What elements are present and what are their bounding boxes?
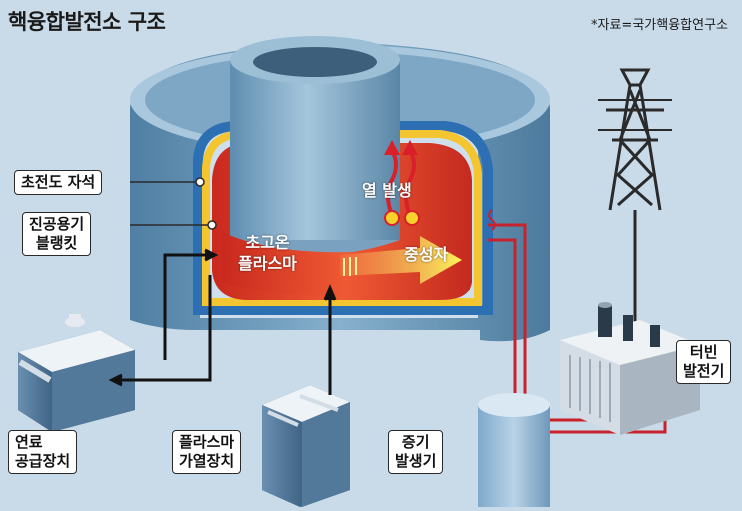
turbine-label: 터빈 발전기 bbox=[676, 340, 732, 384]
blanket-text-1: 진공용기 bbox=[29, 215, 85, 233]
heating-label: 플라스마 가열장치 bbox=[172, 430, 242, 474]
transmission-tower-icon bbox=[598, 68, 672, 211]
turbine-text-2: 발전기 bbox=[683, 362, 725, 380]
steam-label: 증기 발생기 bbox=[388, 430, 444, 474]
blanket-text-2: 블랭킷 bbox=[35, 234, 78, 252]
heating-text-2: 가열장치 bbox=[179, 452, 235, 470]
fuel-label: 연료 공급장치 bbox=[8, 430, 78, 474]
blanket-layers bbox=[193, 121, 493, 315]
heat-arrows bbox=[384, 140, 420, 226]
plasma-label: 초고온 플라스마 bbox=[238, 232, 297, 274]
label-leaders bbox=[130, 177, 217, 230]
central-column bbox=[230, 36, 400, 255]
heat-label: 열 발생 bbox=[362, 181, 412, 200]
turbine-text-1: 터빈 bbox=[689, 343, 718, 361]
heater-box-icon bbox=[262, 385, 350, 507]
magnet-label: 초전도 자석 bbox=[14, 170, 103, 195]
steam-text-1: 증기 bbox=[401, 433, 430, 451]
magnet-text: 초전도 자석 bbox=[21, 173, 96, 191]
steam-text-2: 발생기 bbox=[395, 452, 437, 470]
neutron-arrow bbox=[340, 236, 462, 284]
blanket-label: 진공용기 블랭킷 bbox=[22, 212, 92, 256]
fuel-feed-lines bbox=[108, 248, 337, 395]
fuel-text-1: 연료 bbox=[15, 433, 43, 451]
heating-text-1: 플라스마 bbox=[179, 433, 235, 451]
page-title: 핵융합발전소 구조 bbox=[8, 10, 166, 34]
fuel-box-icon bbox=[18, 314, 135, 432]
fuel-text-2: 공급장치 bbox=[15, 452, 71, 470]
source-note: *자료=국가핵융합연구소 bbox=[591, 18, 728, 33]
steam-tank-icon bbox=[478, 393, 550, 507]
neutron-label: 중성자 bbox=[404, 245, 449, 264]
plasma-text-1: 초고온 bbox=[245, 233, 290, 252]
plasma-text-2: 플라스마 bbox=[238, 254, 297, 273]
